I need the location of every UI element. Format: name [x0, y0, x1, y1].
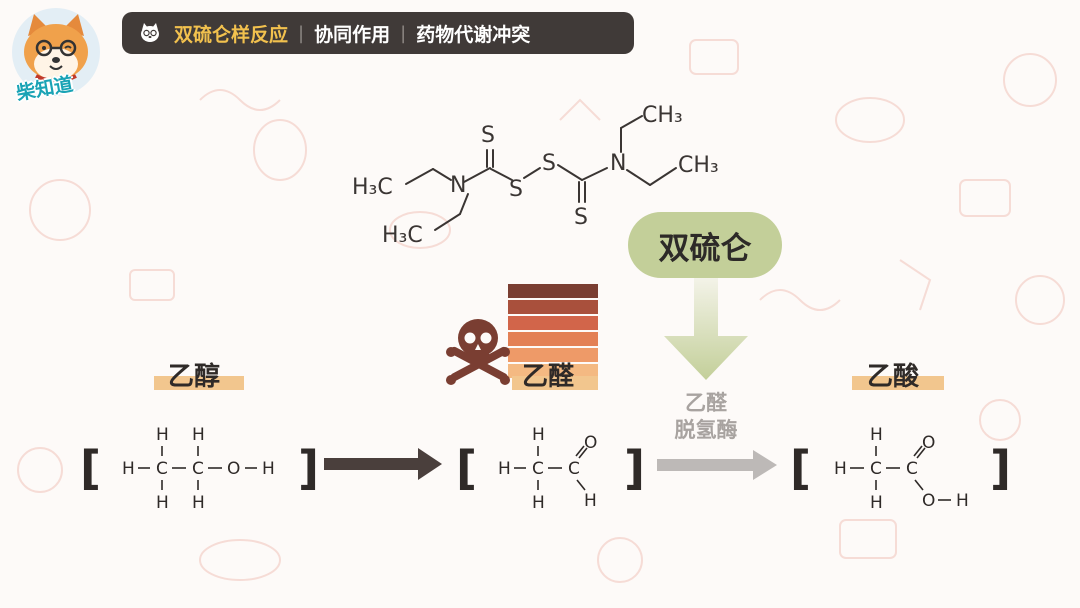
atom-h: H — [156, 425, 169, 445]
acetaldehyde-label: 乙醛 — [522, 362, 575, 392]
atom-s: S — [542, 151, 556, 176]
down-arrow-icon — [664, 276, 748, 380]
ethanol-label: 乙醇 — [168, 362, 221, 392]
right-arrow-icon — [324, 448, 442, 480]
bracket-close: ] — [990, 441, 1010, 495]
atom-n: N — [610, 151, 626, 176]
header-item-metabolism: 药物代谢冲突 — [416, 23, 531, 46]
shiba-logo-icon — [12, 8, 100, 96]
atom-c: C — [532, 459, 544, 479]
atom-ch3-top: CH₃ — [642, 103, 683, 128]
bracket-close: ] — [298, 441, 319, 495]
atom-h3c-bottom: H₃C — [382, 223, 423, 248]
toxicity-stack — [508, 284, 598, 380]
toxicity-bar — [508, 364, 598, 378]
atom-ch3-right: CH₃ — [678, 153, 719, 178]
atom-h: H — [122, 459, 135, 479]
atom-c: C — [906, 459, 918, 479]
atom-h: H — [192, 493, 205, 513]
header-item-synergy: 协同作用 — [314, 23, 391, 46]
toxicity-bar — [508, 316, 598, 330]
label-highlight — [154, 376, 244, 390]
atom-s: S — [481, 123, 495, 148]
toxicity-bar — [508, 284, 598, 298]
atom-h: H — [870, 425, 883, 445]
atom-h: H — [584, 491, 597, 511]
disulfiram-badge: 双硫仑 — [628, 212, 782, 278]
atom-h: H — [532, 493, 545, 513]
atom-s: S — [509, 177, 523, 202]
atom-o: O — [922, 491, 935, 511]
shiba-head-icon — [141, 23, 159, 42]
acetic-acid-label: 乙酸 — [867, 362, 920, 392]
bracket-open: [ — [80, 441, 101, 495]
atom-h: H — [834, 459, 847, 479]
atom-h: H — [956, 491, 969, 511]
atom-h: H — [156, 493, 169, 513]
atom-h3c-top: H₃C — [352, 175, 393, 200]
toxicity-bar — [508, 332, 598, 346]
atom-c: C — [568, 459, 580, 479]
label-highlight — [852, 376, 944, 390]
ethanol-structure: [ H H H C C O H H H ] — [80, 425, 319, 513]
enzyme-label-line1: 乙醛 — [685, 391, 727, 415]
enzyme-label-line2: 脱氢酶 — [674, 418, 738, 442]
atom-o: O — [584, 433, 597, 453]
acetic-acid-structure: [ H H C C O O H H ] — [790, 425, 1010, 513]
enzyme-label: 乙醛 脱氢酶 — [662, 390, 750, 444]
disulfiram-structure: H₃C N S S S S N H₃C CH₃ CH₃ — [352, 103, 719, 248]
header-separator: | — [298, 22, 305, 44]
atom-c: C — [192, 459, 204, 479]
toxicity-bar — [508, 348, 598, 362]
bracket-open: [ — [790, 441, 811, 495]
atom-c: C — [870, 459, 882, 479]
atom-h: H — [498, 459, 511, 479]
toxicity-bar — [508, 300, 598, 314]
atom-c: C — [156, 459, 168, 479]
atom-s: S — [574, 205, 588, 230]
header-bar: 双硫仑样反应 | 协同作用 | 药物代谢冲突 — [122, 12, 634, 54]
atom-h: H — [262, 459, 275, 479]
atom-h: H — [870, 493, 883, 513]
right-arrow-icon — [657, 450, 777, 480]
atom-h: H — [532, 425, 545, 445]
label-highlight — [512, 376, 598, 390]
bracket-close: ] — [624, 441, 645, 495]
atom-o: O — [922, 433, 935, 453]
bracket-open: [ — [456, 441, 477, 495]
atom-h: H — [192, 425, 205, 445]
atom-o: O — [227, 459, 240, 479]
skull-crossbones-icon — [446, 319, 510, 385]
header-separator: | — [400, 22, 407, 44]
atom-n: N — [450, 173, 466, 198]
acetaldehyde-structure: [ H H C C O H H ] — [456, 425, 645, 513]
header-topic: 双硫仑样反应 — [174, 23, 289, 46]
